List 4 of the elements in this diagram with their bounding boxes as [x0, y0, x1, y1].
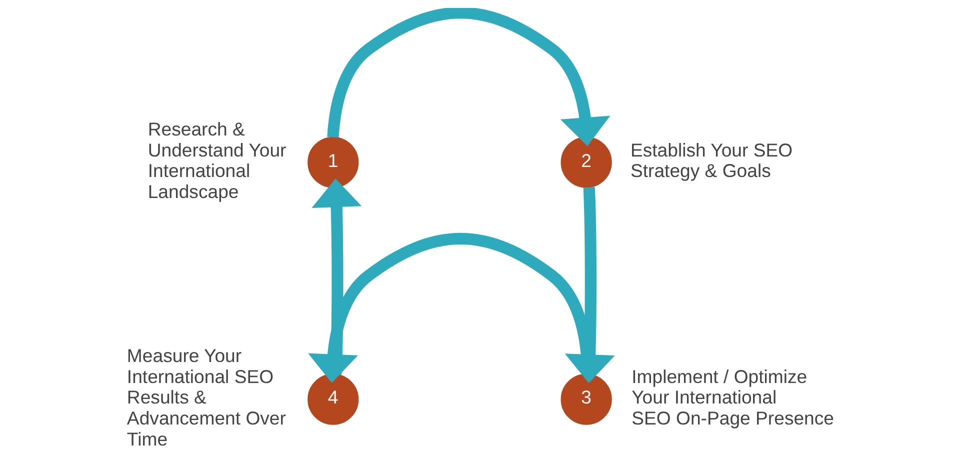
node-label: Establish Your SEO Strategy & Goals: [630, 139, 792, 182]
node-label: Measure Your International SEO Results & Advancement Over Time: [126, 344, 286, 450]
node-label: Research & Understand Your International Landscape: [147, 118, 286, 202]
node-label: Implement / Optimize Your International SEO On-Page Presence: [631, 366, 834, 429]
